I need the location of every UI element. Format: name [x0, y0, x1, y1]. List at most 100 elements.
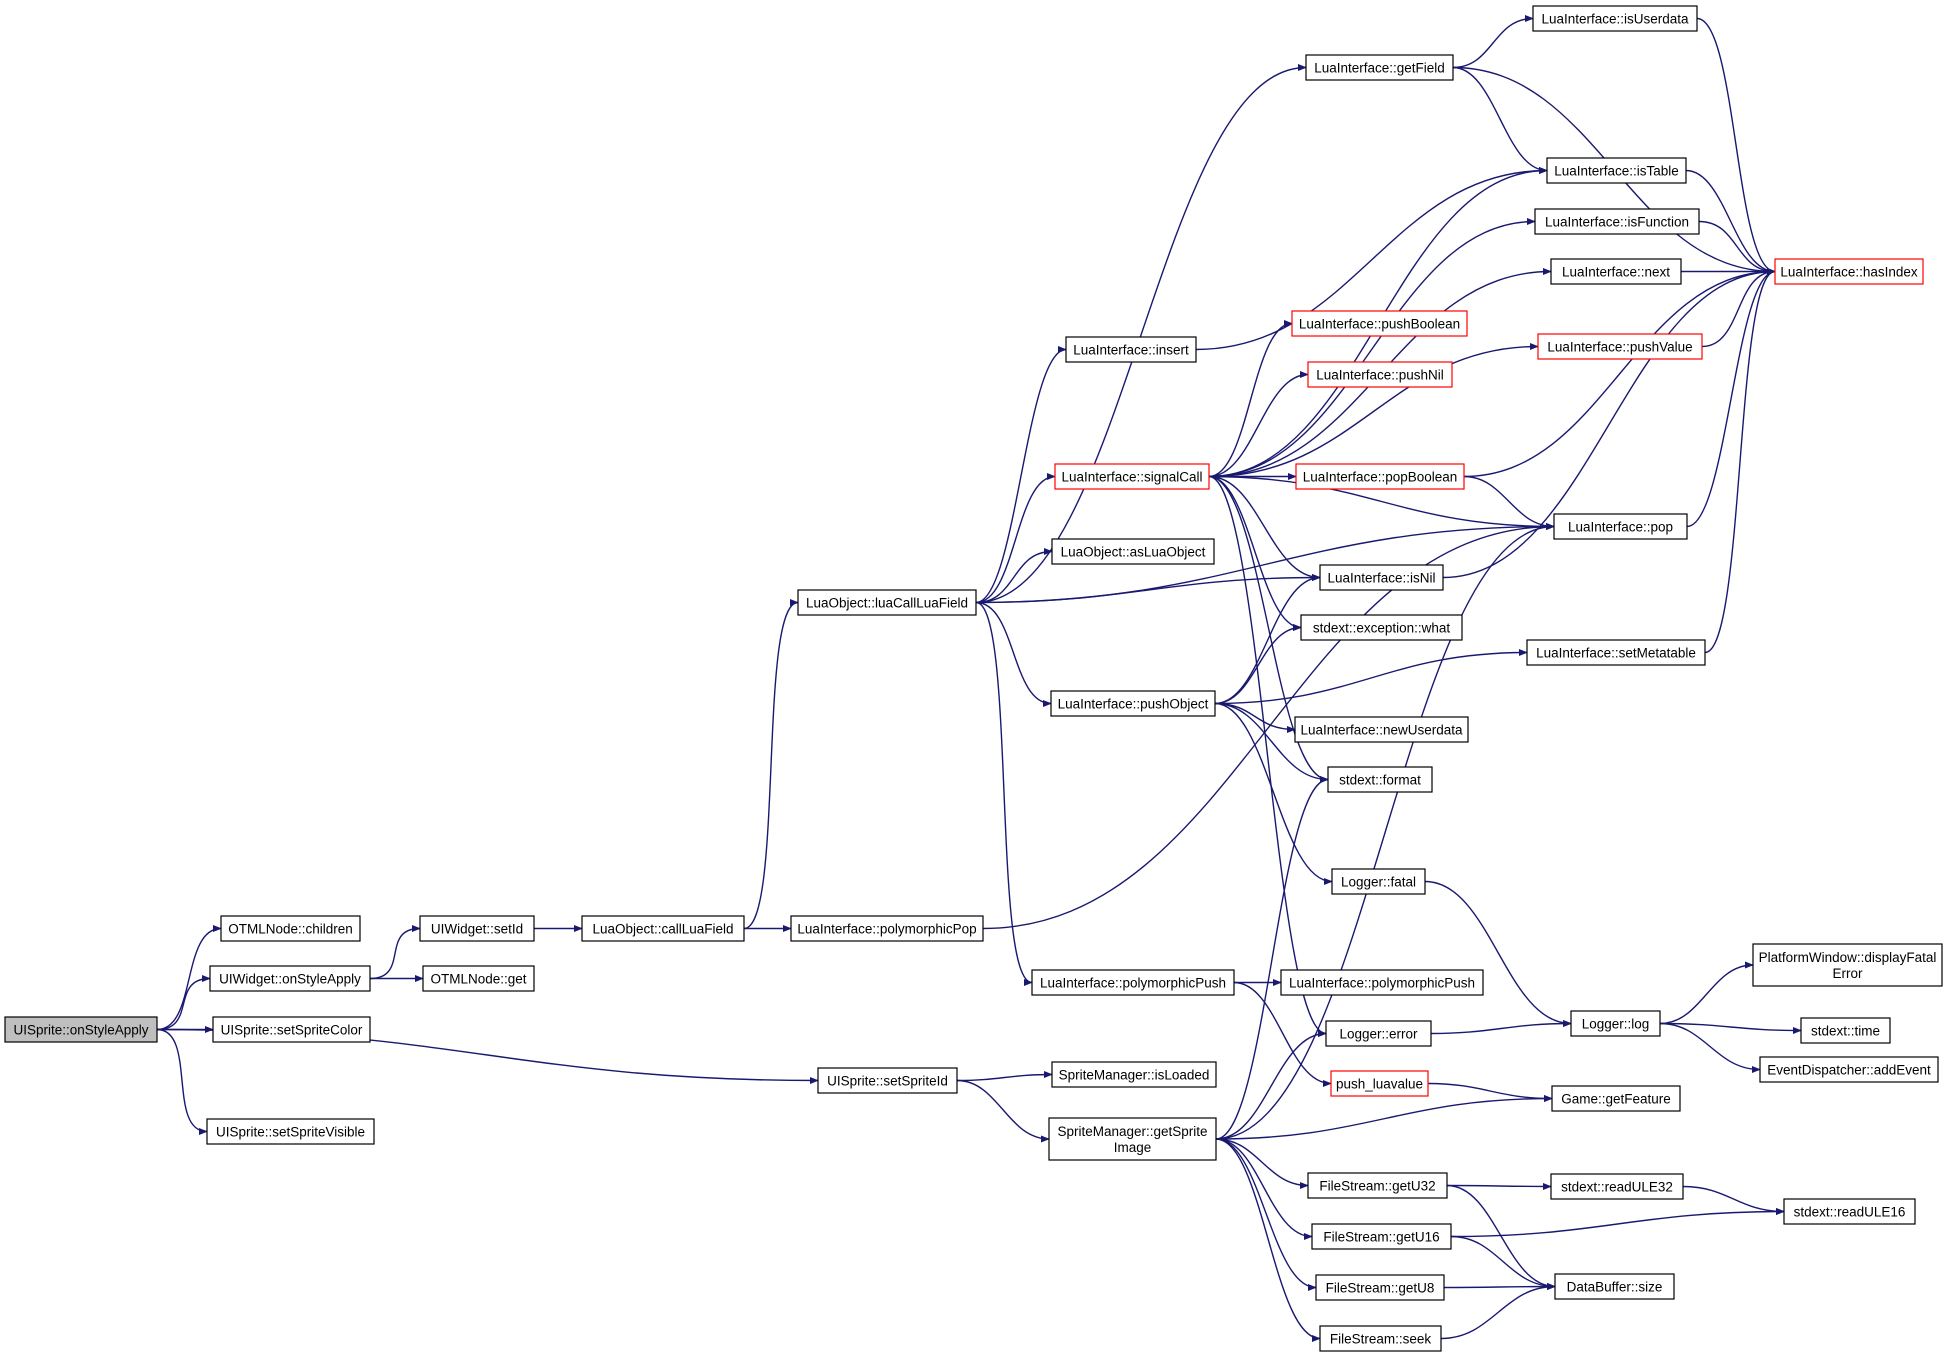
node-box [1550, 1173, 1684, 1200]
node-luainterface-isfunction[interactable]: LuaInterface::isFunction [1534, 208, 1700, 235]
node-uiwidget-onstyleapply[interactable]: UIWidget::onStyleApply [209, 965, 371, 992]
node-uisprite-setspriteid[interactable]: UISprite::setSpriteId [817, 1067, 958, 1094]
node-stdext-readule32[interactable]: stdext::readULE32 [1550, 1173, 1684, 1200]
node-label: stdext::readULE16 [1794, 1205, 1906, 1220]
node-uiwidget-setid[interactable]: UIWidget::setId [419, 915, 535, 942]
node-label: stdext::exception::what [1313, 621, 1451, 636]
node-label: stdext::format [1339, 773, 1421, 788]
node-luaobject-callluafield[interactable]: LuaObject::callLuaField [581, 915, 745, 942]
node-luainterface-popboolean[interactable]: LuaInterface::popBoolean [1295, 463, 1465, 490]
node-stdext-exception-what[interactable]: stdext::exception::what [1300, 614, 1463, 641]
node-label: OTMLNode::children [228, 922, 353, 937]
node-game-getfeature[interactable]: Game::getFeature [1551, 1085, 1681, 1112]
node-label: LuaInterface::signalCall [1061, 470, 1202, 485]
node-luainterface-pushboolean[interactable]: LuaInterface::pushBoolean [1291, 310, 1468, 337]
node-luainterface-polymorphicpop[interactable]: LuaInterface::polymorphicPop [790, 915, 984, 942]
node-filestream-getu16[interactable]: FileStream::getU16 [1311, 1223, 1452, 1250]
node-box [1048, 1117, 1217, 1161]
node-box [1550, 258, 1682, 285]
call-edge-luainterface_pushobject-to-logger_fatal [1214, 702, 1333, 886]
node-label: UIWidget::setId [431, 922, 523, 937]
node-stdext-time[interactable]: stdext::time [1800, 1017, 1891, 1044]
node-box [1537, 333, 1703, 360]
node-luainterface-pushnil[interactable]: LuaInterface::pushNil [1307, 361, 1453, 388]
node-label: LuaInterface::polymorphicPop [797, 922, 976, 937]
node-luainterface-pop[interactable]: LuaInterface::pop [1553, 513, 1688, 540]
call-edge-root-to-uisprite_setspritevisible [156, 1028, 208, 1136]
node-label: LuaInterface::pushObject [1058, 697, 1209, 712]
node-push-luavalue[interactable]: push_luavalue [1330, 1070, 1429, 1097]
node-label: LuaInterface::isTable [1554, 164, 1679, 179]
node-label: Logger::fatal [1341, 875, 1416, 890]
call-edge-spritemanager_getspriteimage-to-filestream_seek [1215, 1138, 1321, 1343]
node-luainterface-pushobject[interactable]: LuaInterface::pushObject [1050, 690, 1216, 717]
node-box [1319, 564, 1444, 591]
call-edge-stdext_readule32-to-stdext_readule16 [1682, 1185, 1785, 1216]
node-spritemanager-isloaded[interactable]: SpriteManager::isLoaded [1051, 1061, 1217, 1088]
node-eventdispatcher-addevent[interactable]: EventDispatcher::addEvent [1759, 1056, 1939, 1083]
node-uisprite-setspritecolor[interactable]: UISprite::setSpriteColor [212, 1016, 371, 1043]
node-label: OTMLNode::get [430, 972, 526, 987]
node-label: FileStream::getU16 [1323, 1230, 1439, 1245]
node-luainterface-pushvalue[interactable]: LuaInterface::pushValue [1537, 333, 1703, 360]
node-filestream-getu32[interactable]: FileStream::getU32 [1307, 1172, 1448, 1199]
node-box [1305, 54, 1454, 81]
node-luainterface-signalcall[interactable]: LuaInterface::signalCall [1054, 463, 1210, 490]
call-edge-filestream_getu32-to-stdext_readule32 [1446, 1182, 1552, 1191]
call-edge-luaobject_luacallluafield-to-luainterface_getfield [975, 63, 1307, 604]
node-luainterface-isnil[interactable]: LuaInterface::isNil [1319, 564, 1444, 591]
call-edge-luaobject_luacallluafield-to-luainterface_polymorphicpush_a [975, 601, 1033, 987]
node-luainterface-next[interactable]: LuaInterface::next [1550, 258, 1682, 285]
node-label: LuaInterface::isFunction [1545, 215, 1689, 230]
node-stdext-format[interactable]: stdext::format [1327, 766, 1433, 793]
call-edge-luainterface_pushobject-to-stdext_format [1214, 702, 1329, 784]
call-edge-luainterface_pushvalue-to-luainterface_hasindex [1701, 267, 1776, 348]
node-luainterface-newuserdata[interactable]: LuaInterface::newUserdata [1294, 716, 1469, 743]
node-otml-children[interactable]: OTMLNode::children [220, 915, 361, 942]
node-label: LuaInterface::isNil [1327, 571, 1435, 586]
node-luainterface-insert[interactable]: LuaInterface::insert [1065, 336, 1197, 363]
node-label: Game::getFeature [1561, 1092, 1671, 1107]
node-box [1783, 1198, 1916, 1225]
node-luaobject-luacallluafield[interactable]: LuaObject::luaCallLuaField [797, 589, 977, 616]
node-label: Error [1833, 966, 1864, 981]
call-edge-luainterface_insert-to-luainterface_istable [1195, 166, 1548, 351]
node-filestream-seek[interactable]: FileStream::seek [1319, 1325, 1442, 1352]
node-databuffer-size[interactable]: DataBuffer::size [1554, 1273, 1675, 1300]
call-edge-luainterface_isfunction-to-luainterface_hasindex [1698, 220, 1776, 276]
call-edge-filestream_getu16-to-databuffer_size [1450, 1235, 1556, 1291]
node-luainterface-isuserdata[interactable]: LuaInterface::isUserdata [1532, 5, 1698, 32]
call-edge-luainterface_signalcall-to-luainterface_pushnil [1208, 370, 1309, 478]
node-luainterface-setmetatable[interactable]: LuaInterface::setMetatable [1526, 639, 1706, 666]
call-edge-logger_error-to-logger_log [1430, 1019, 1572, 1035]
node-luainterface-hasindex[interactable]: LuaInterface::hasIndex [1774, 258, 1924, 285]
node-box [1534, 208, 1700, 235]
node-box [581, 915, 745, 942]
node-logger-error[interactable]: Logger::error [1325, 1020, 1432, 1047]
node-otml-get[interactable]: OTMLNode::get [422, 965, 535, 992]
node-luainterface-polymorphicpush-b[interactable]: LuaInterface::polymorphicPush [1280, 969, 1484, 996]
node-luaobject-asluaobject[interactable]: LuaObject::asLuaObject [1051, 538, 1215, 565]
call-edge-spritemanager_getspriteimage-to-game_getfeature [1215, 1094, 1553, 1140]
node-luainterface-polymorphicpush-a[interactable]: LuaInterface::polymorphicPush [1031, 969, 1235, 996]
node-label: EventDispatcher::addEvent [1767, 1063, 1931, 1078]
node-label: push_luavalue [1336, 1077, 1423, 1092]
call-edge-luainterface_signalcall-to-luainterface_pushvalue [1208, 342, 1539, 478]
node-label: UIWidget::onStyleApply [219, 972, 361, 987]
node-logger-log[interactable]: Logger::log [1570, 1010, 1661, 1037]
call-edge-luaobject_luacallluafield-to-luainterface_insert [975, 345, 1067, 604]
node-luainterface-istable[interactable]: LuaInterface::isTable [1546, 157, 1687, 184]
node-label: stdext::readULE32 [1561, 1180, 1673, 1195]
node-box [1752, 943, 1943, 987]
node-luainterface-getfield[interactable]: LuaInterface::getField [1305, 54, 1454, 81]
node-box [790, 915, 984, 942]
node-logger-fatal[interactable]: Logger::fatal [1331, 868, 1426, 895]
node-uisprite-setspritevisible[interactable]: UISprite::setSpriteVisible [206, 1118, 375, 1145]
node-box [1295, 463, 1465, 490]
node-stdext-readule16[interactable]: stdext::readULE16 [1783, 1198, 1916, 1225]
node-filestream-getu8[interactable]: FileStream::getU8 [1315, 1274, 1445, 1301]
node-root[interactable]: UISprite::onStyleApply [4, 1016, 158, 1043]
call-edge-spritemanager_getspriteimage-to-filestream_getu8 [1215, 1138, 1317, 1292]
